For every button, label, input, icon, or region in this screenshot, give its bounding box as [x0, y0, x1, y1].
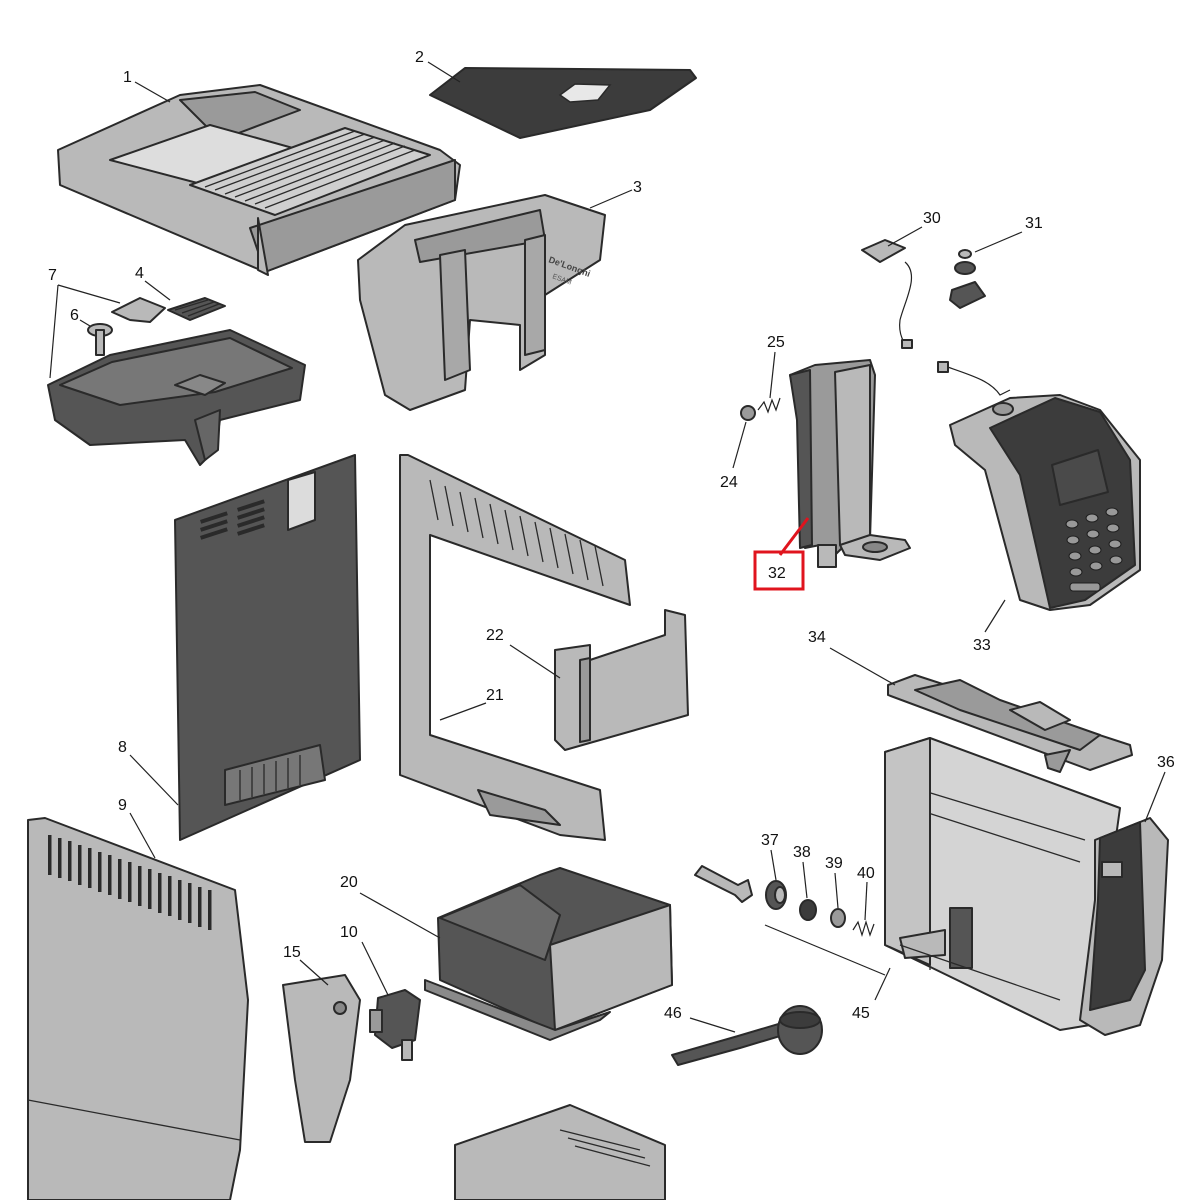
part-22-bracket	[554, 609, 689, 751]
part-8-back-panel	[174, 454, 361, 841]
label-30: 30	[887, 210, 941, 247]
label-39: 39	[825, 855, 843, 909]
part-bottom-cropped	[454, 1104, 666, 1200]
label-1: 1	[123, 69, 171, 103]
part-3-front-housing: De'Longhi ESAM	[357, 194, 606, 411]
svg-text:30: 30	[923, 210, 941, 227]
svg-text:22: 22	[486, 627, 504, 644]
svg-text:45: 45	[852, 1005, 870, 1022]
part-31-switch	[949, 249, 986, 309]
part-34-tank-lid	[887, 674, 1133, 773]
svg-text:10: 10	[340, 924, 358, 941]
label-3: 3	[589, 179, 642, 209]
part-9-side-panel	[27, 817, 249, 1200]
label-24: 24	[720, 421, 747, 491]
part-30-sensor	[861, 239, 913, 349]
svg-text:24: 24	[720, 474, 738, 491]
keypad-buttons	[1065, 507, 1123, 592]
svg-text:6: 6	[70, 307, 79, 324]
label-10: 10	[340, 924, 389, 996]
part-21-frame	[399, 454, 631, 841]
part-7-base-tray	[47, 329, 306, 466]
svg-text:7: 7	[48, 267, 57, 284]
part-15-side-strip	[282, 974, 361, 1143]
svg-text:40: 40	[857, 865, 875, 882]
svg-text:39: 39	[825, 855, 843, 872]
part-39-nut	[830, 908, 846, 928]
svg-text:4: 4	[135, 265, 144, 282]
label-25: 25	[767, 334, 785, 399]
label-46: 46	[664, 1005, 736, 1033]
label-21: 21	[439, 687, 504, 721]
svg-text:36: 36	[1157, 754, 1175, 771]
label-40: 40	[857, 865, 875, 921]
svg-text:21: 21	[486, 687, 504, 704]
part-6-knob	[87, 323, 113, 356]
label-4: 4	[135, 265, 171, 301]
part-hose	[694, 865, 753, 903]
svg-text:25: 25	[767, 334, 785, 351]
svg-text:38: 38	[793, 844, 811, 861]
label-20: 20	[340, 874, 441, 939]
label-15: 15	[283, 944, 329, 986]
part-33-control-panel	[937, 361, 1141, 611]
label-9: 9	[118, 797, 156, 859]
label-37: 37	[761, 832, 779, 881]
label-22: 22	[486, 627, 561, 679]
svg-text:37: 37	[761, 832, 779, 849]
svg-text:20: 20	[340, 874, 358, 891]
label-32-highlighted: 32	[753, 517, 810, 591]
label-6: 6	[70, 307, 91, 327]
part-24-cap	[740, 405, 756, 421]
svg-text:8: 8	[118, 739, 127, 756]
part-1-top-cover	[57, 84, 461, 276]
part-2-lid	[429, 67, 697, 139]
svg-text:1: 1	[123, 69, 132, 86]
label-31: 31	[974, 215, 1043, 253]
svg-text:46: 46	[664, 1005, 682, 1022]
svg-text:2: 2	[415, 49, 424, 66]
label-8: 8	[118, 739, 179, 806]
part-4-valve	[111, 297, 226, 323]
part-37-fitting	[765, 880, 787, 910]
assembly-bracket-line	[764, 924, 886, 976]
part-36-tank-front	[1079, 817, 1169, 1036]
part-45-water-tank	[884, 737, 1121, 1031]
part-46-measuring-scoop	[671, 1005, 823, 1066]
svg-text:33: 33	[973, 637, 991, 654]
part-20-grounds-container	[424, 867, 673, 1041]
label-2: 2	[415, 49, 461, 83]
svg-text:9: 9	[118, 797, 127, 814]
part-10-connector	[369, 989, 421, 1061]
svg-text:15: 15	[283, 944, 301, 961]
label-34: 34	[808, 629, 896, 686]
label-45: 45	[852, 967, 891, 1022]
highlight-box	[753, 550, 805, 591]
part-25-spring	[757, 397, 781, 414]
label-33: 33	[973, 599, 1006, 654]
part-32-dispenser-column	[789, 359, 911, 568]
part-40-spring	[852, 919, 875, 938]
label-38: 38	[793, 844, 811, 899]
label-36: 36	[1144, 754, 1175, 823]
svg-text:34: 34	[808, 629, 826, 646]
svg-text:32: 32	[768, 565, 786, 582]
svg-text:31: 31	[1025, 215, 1043, 232]
label-7: 7	[48, 267, 121, 379]
svg-text:3: 3	[633, 179, 642, 196]
part-38-seal	[799, 899, 817, 921]
